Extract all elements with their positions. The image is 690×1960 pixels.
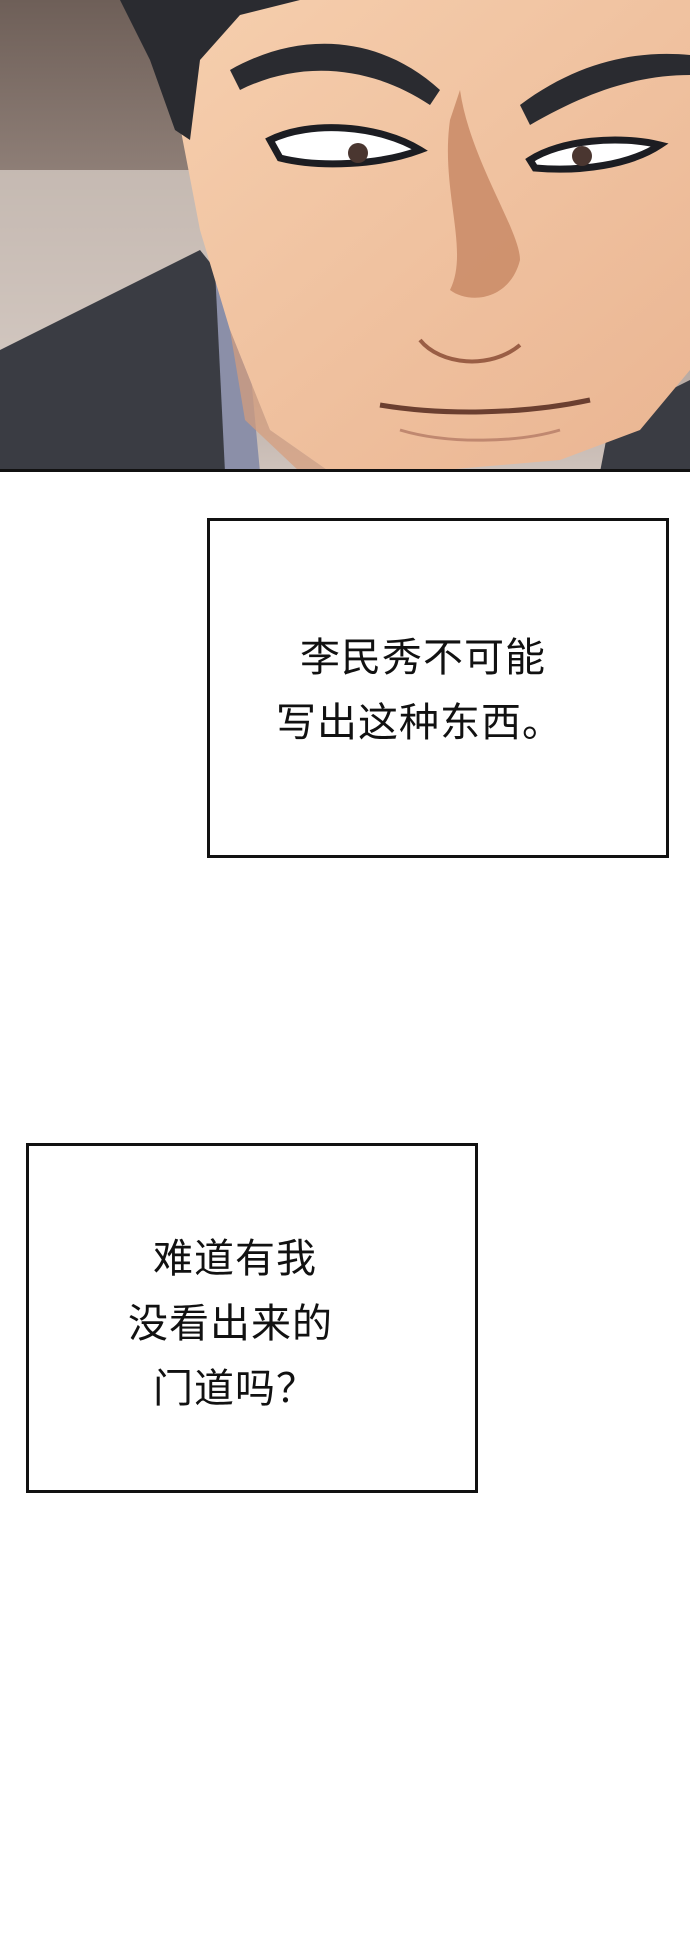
hair xyxy=(120,0,300,140)
right-eye-icon xyxy=(525,136,669,173)
left-eye-icon xyxy=(265,124,428,168)
caption-2-line-1: 难道有我 xyxy=(153,1236,317,1282)
mouth-icon xyxy=(379,397,591,415)
caption-1-line-2: 写出这种东西。 xyxy=(276,700,563,746)
right-eyebrow-icon xyxy=(520,53,690,125)
face xyxy=(150,0,690,469)
nostril-line xyxy=(418,338,522,364)
right-pupil xyxy=(572,146,592,166)
caption-box-1: 李民秀不可能 写出这种东西。 xyxy=(207,518,669,858)
caption-1-line-1: 李民秀不可能 xyxy=(300,635,546,681)
caption-2-line-2: 没看出来的 xyxy=(128,1301,333,1347)
caption-2-line-3: 门道吗？ xyxy=(153,1366,317,1412)
man-face-illustration xyxy=(0,0,690,469)
suit-shoulder-right xyxy=(600,380,690,469)
caption-box-2: 难道有我 没看出来的 门道吗？ xyxy=(26,1143,478,1493)
chin-line xyxy=(399,428,561,442)
jaw-shadow xyxy=(230,330,326,469)
suit-shoulder-left xyxy=(0,250,250,469)
left-pupil xyxy=(348,143,368,163)
left-eyebrow-icon xyxy=(230,43,440,105)
manga-panel-man-face xyxy=(0,0,690,472)
nose-shadow xyxy=(447,90,520,298)
